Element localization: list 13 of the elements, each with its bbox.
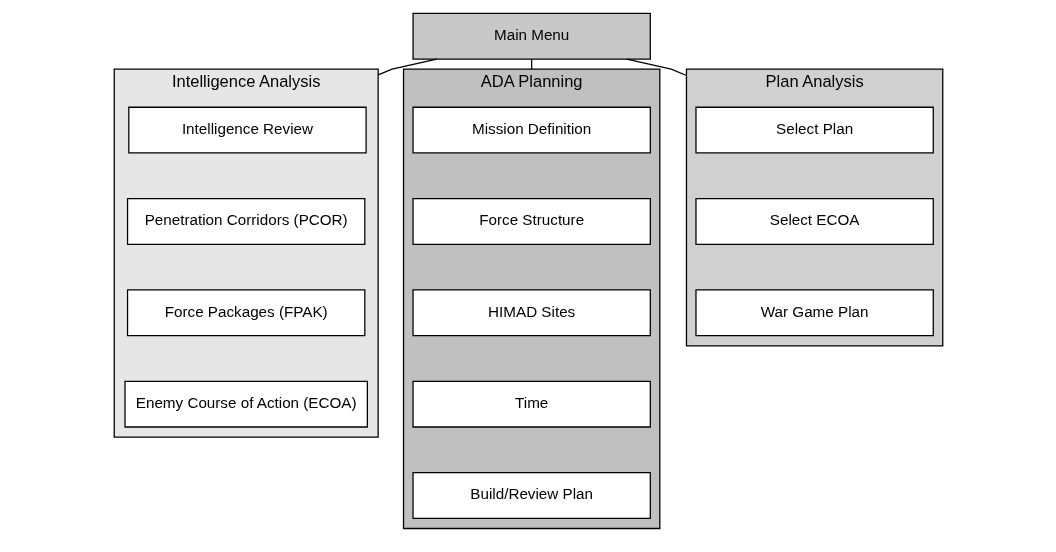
- node-box: Time: [411, 380, 651, 428]
- node-box: Main Menu: [411, 12, 651, 60]
- node-box: HIMAD Sites: [411, 289, 651, 337]
- node-box: Build/Review Plan: [411, 472, 651, 519]
- node-box: Intelligence Review: [127, 106, 367, 154]
- node-box: Force Structure: [411, 197, 651, 245]
- node-box: Force Packages (FPAK): [126, 289, 365, 337]
- node-box: Penetration Corridors (PCOR): [126, 197, 365, 245]
- node-box: Select ECOA: [694, 197, 934, 245]
- node-box: Mission Definition: [411, 106, 651, 154]
- node-box: Enemy Course of Action (ECOA): [123, 380, 368, 428]
- node-box: War Game Plan: [694, 289, 934, 337]
- node-box: Select Plan: [694, 106, 934, 154]
